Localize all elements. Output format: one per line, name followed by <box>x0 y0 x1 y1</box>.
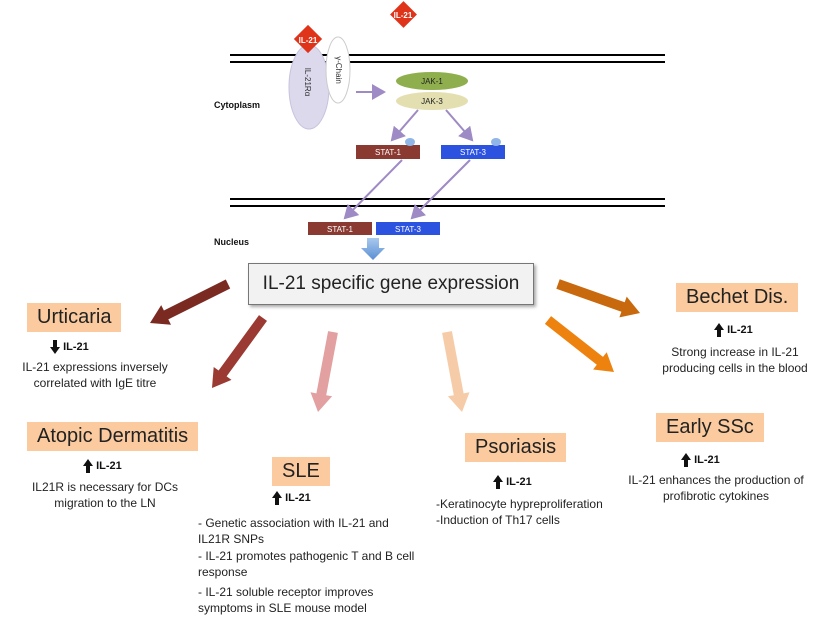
stat1-translocation-arrow <box>343 159 403 220</box>
jak1-label: JAK-1 <box>421 77 443 86</box>
bechet-description: Strong increase in IL-21 producing cells… <box>662 345 808 375</box>
up-arrow-icon <box>681 453 691 467</box>
gamma-chain <box>325 36 351 104</box>
arrow-to-urticaria <box>150 279 231 325</box>
urticaria-title: Urticaria <box>27 303 122 332</box>
nuclear-membrane <box>230 198 665 207</box>
nucleus-label: Nucleus <box>214 237 250 247</box>
stat1-phospho-dot <box>405 138 415 146</box>
jak3-label: JAK-3 <box>421 97 443 106</box>
urticaria-description: IL-21 expressions inversely correlated w… <box>22 360 168 390</box>
ligand-free-label: IL-21 <box>394 11 413 20</box>
arrow-to-sle <box>310 331 338 412</box>
stat3-cytoplasm <box>441 145 505 159</box>
stat1-nuc-label: STAT-1 <box>327 225 353 234</box>
ligand-bound-label: IL-21 <box>299 36 318 45</box>
arrow-to-psoriasis <box>442 331 470 412</box>
psoriasis-title: Psoriasis <box>465 433 567 462</box>
gamma-chain-label: γ-Chain <box>334 56 343 84</box>
jak-to-stat3-arrow <box>445 109 474 142</box>
jak3-node <box>396 92 468 110</box>
early-ssc-title: Early SSc <box>656 413 764 442</box>
urticaria-marker: IL-21 <box>50 340 89 354</box>
stat3-nucleus <box>376 222 440 235</box>
sle-marker: IL-21 <box>272 491 311 505</box>
jak1-node <box>396 72 468 90</box>
up-arrow-icon <box>493 475 503 489</box>
disease-arrows <box>150 279 640 412</box>
stat3-nuc-label: STAT-3 <box>395 225 421 234</box>
sle-point-3: - IL-21 soluble receptor improves sympto… <box>198 585 374 615</box>
psoriasis-marker: IL-21 <box>493 475 532 489</box>
stat1-cyto-label: STAT-1 <box>375 148 401 157</box>
sle-point-2: - IL-21 promotes pathogenic T and B cell… <box>198 549 415 579</box>
atopic-dermatitis-title: Atopic Dermatitis <box>27 422 199 451</box>
up-arrow-icon <box>714 323 724 337</box>
up-arrow-icon <box>272 491 282 505</box>
stat3-phospho-dot <box>491 138 501 146</box>
psoriasis-point-1: -Keratinocyte hypreproliferation <box>436 497 603 511</box>
arrow-to-atopic-dermatitis <box>212 315 267 388</box>
arrow-to-early-ssc <box>544 316 614 372</box>
sle-title: SLE <box>272 457 330 486</box>
early-ssc-description: IL-21 enhances the production of profibr… <box>628 473 804 503</box>
atopic-dermatitis-description: IL21R is necessary for DCs migration to … <box>31 480 179 510</box>
bechet-title: Bechet Dis. <box>676 283 799 312</box>
gene-expression-down-arrow <box>361 238 385 260</box>
up-arrow-icon <box>83 459 93 473</box>
stat1-cytoplasm <box>356 145 420 159</box>
stat3-translocation-arrow <box>410 159 471 220</box>
early-ssc-marker: IL-21 <box>681 453 720 467</box>
receptor-alpha-label: IL-21Rα <box>303 68 312 97</box>
cytoplasm-label: Cytoplasm <box>214 100 261 110</box>
sle-point-1: - Genetic association with IL-21 and IL2… <box>198 516 389 546</box>
down-arrow-icon <box>50 340 60 354</box>
stat3-cyto-label: STAT-3 <box>460 148 486 157</box>
gene-expression-box: IL-21 specific gene expression <box>248 263 534 305</box>
bechet-marker: IL-21 <box>714 323 753 337</box>
stat1-nucleus <box>308 222 372 235</box>
atopic-dermatitis-marker: IL-21 <box>83 459 122 473</box>
psoriasis-point-2: -Induction of Th17 cells <box>436 513 560 527</box>
jak-to-stat1-arrow <box>390 109 419 142</box>
arrow-to-bechet <box>556 279 640 318</box>
